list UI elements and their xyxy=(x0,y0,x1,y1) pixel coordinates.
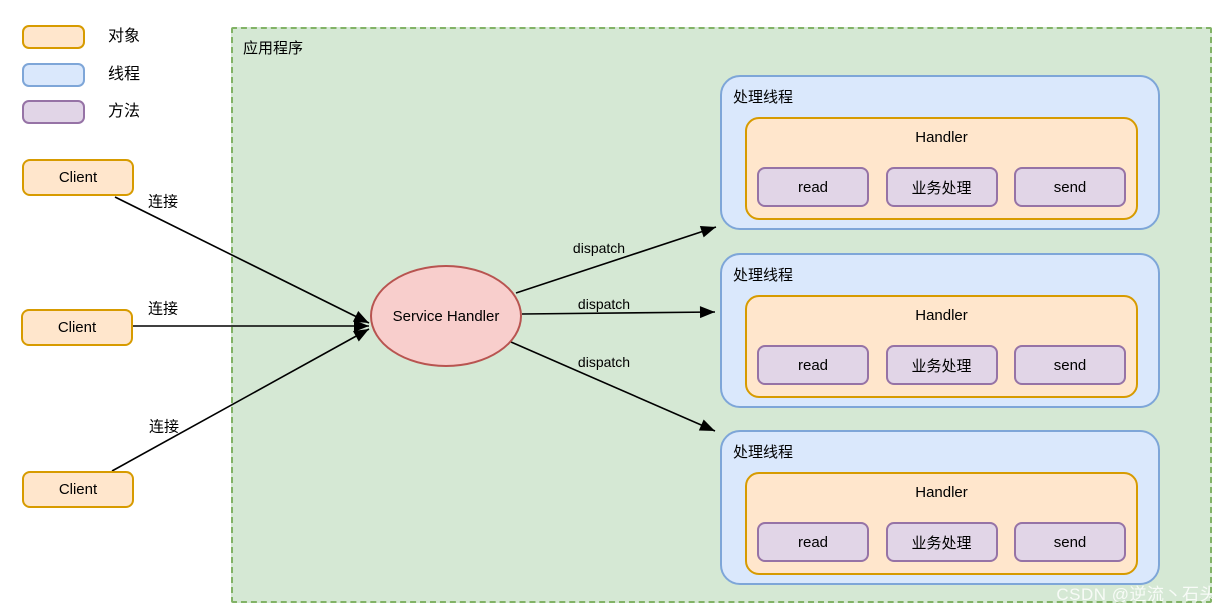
method-box-send: send xyxy=(1014,345,1126,385)
thread-title: 处理线程 xyxy=(733,89,794,106)
legend-label-object: 对象 xyxy=(108,28,141,45)
methods-row: read 业务处理 send xyxy=(757,345,1126,385)
methods-row: read 业务处理 send xyxy=(757,167,1126,207)
method-box-send: send xyxy=(1014,167,1126,207)
connect-label-2: 连接 xyxy=(147,300,179,318)
method-box-business: 业务处理 xyxy=(885,522,998,562)
legend-swatch-thread xyxy=(22,63,85,87)
method-box-read: read xyxy=(757,167,869,207)
thread-title: 处理线程 xyxy=(733,444,794,461)
thread-box-2: 处理线程 Handler read 业务处理 send xyxy=(720,253,1160,408)
thread-box-3: 处理线程 Handler read 业务处理 send xyxy=(720,430,1160,585)
service-handler-node: Service Handler xyxy=(370,265,522,367)
client-node-2: Client xyxy=(21,309,133,346)
legend-label-thread: 线程 xyxy=(108,66,141,83)
legend-swatch-method xyxy=(22,100,85,124)
handler-box: Handler read 业务处理 send xyxy=(745,472,1138,575)
thread-box-1: 处理线程 Handler read 业务处理 send xyxy=(720,75,1160,230)
method-box-business: 业务处理 xyxy=(885,167,998,207)
application-title: 应用程序 xyxy=(243,40,304,57)
handler-title: Handler xyxy=(915,484,968,501)
legend-label-method: 方法 xyxy=(108,103,141,120)
handler-title: Handler xyxy=(915,129,968,146)
method-box-send: send xyxy=(1014,522,1126,562)
connect-label-1: 连接 xyxy=(147,193,179,211)
client-node-3: Client xyxy=(22,471,134,508)
methods-row: read 业务处理 send xyxy=(757,522,1126,562)
handler-box: Handler read 业务处理 send xyxy=(745,117,1138,220)
dispatch-label-2: dispatch xyxy=(577,296,631,312)
dispatch-label-1: dispatch xyxy=(572,240,626,256)
handler-box: Handler read 业务处理 send xyxy=(745,295,1138,398)
connect-label-3: 连接 xyxy=(148,418,180,436)
method-box-business: 业务处理 xyxy=(885,345,998,385)
method-box-read: read xyxy=(757,522,869,562)
client-node-1: Client xyxy=(22,159,134,196)
method-box-read: read xyxy=(757,345,869,385)
thread-title: 处理线程 xyxy=(733,267,794,284)
csdn-watermark: CSDN @逆流丶石头 xyxy=(1056,585,1217,604)
dispatch-label-3: dispatch xyxy=(577,354,631,370)
handler-title: Handler xyxy=(915,307,968,324)
legend-swatch-object xyxy=(22,25,85,49)
